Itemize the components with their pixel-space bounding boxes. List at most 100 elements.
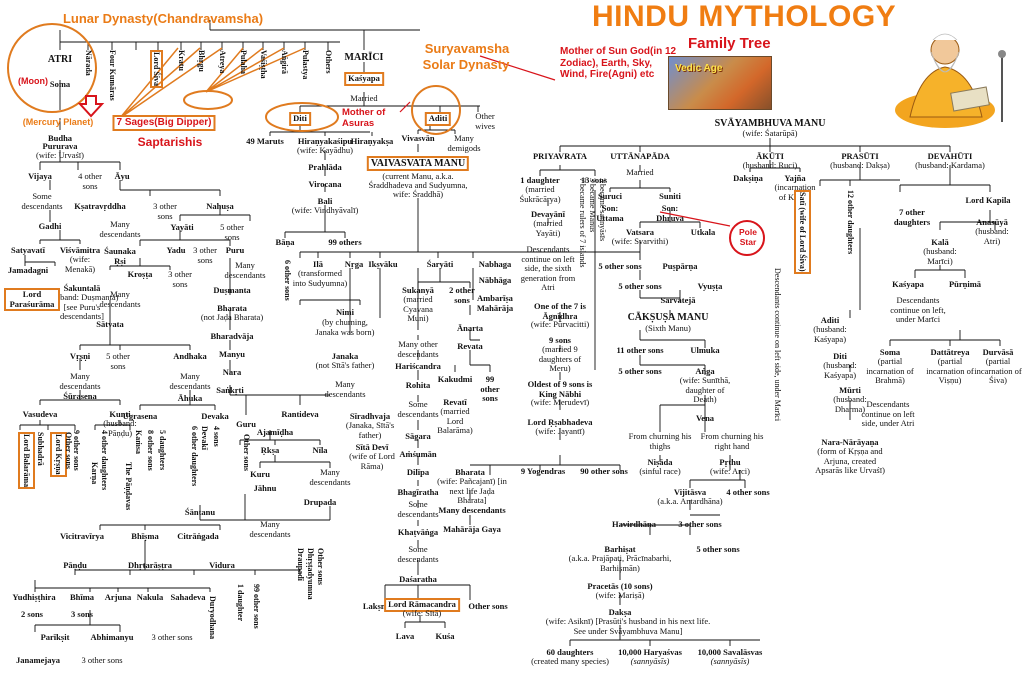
node-devaka: Devaka — [201, 411, 229, 421]
node-became-rulers: 7 became rulers of 7 islands — [578, 178, 587, 268]
vedic-age-label: Vedic Age — [675, 63, 723, 74]
node-sita-devi-desc: (wife of Lord Rāma) — [349, 451, 395, 471]
node-vasudeva: Vasudeva — [22, 409, 58, 419]
node-yayati: Yayāti — [170, 222, 194, 232]
node-soma-2: Soma — [879, 347, 901, 357]
node-diti-2: Diti — [833, 351, 847, 361]
node-lord-ramacandra-desc: (wife: Sītā) — [402, 608, 442, 618]
node-some-descendants-4: Some descendants — [397, 544, 439, 564]
node-many-descendants-6: Many descendants — [309, 467, 351, 487]
node-diti-2-desc: (husband: Kaśyapa) — [823, 360, 857, 380]
node-3-other-sons-3: 3 other sons — [168, 269, 192, 289]
node-vaivasvata-desc-2: Śraddhadeva and Sudyumna, — [368, 180, 468, 190]
node-nara-narayana-desc: (form of Kṛṣṇa and Arjuna, created Apsar… — [815, 446, 885, 475]
node-kala: Kalā — [931, 237, 949, 247]
node-atri: ATRI — [47, 54, 73, 65]
node-prthu-desc: (wife: Arci) — [710, 466, 750, 476]
node-murti: Mūrti — [839, 385, 861, 395]
node-soma-2-desc: (partial incarnation of Brahmā) — [866, 356, 914, 385]
node-iksvaku: Ikṣvāku — [368, 259, 398, 269]
node-99-other-sons-v: 99 other sons — [252, 584, 261, 629]
node-janaka: Janaka — [331, 351, 359, 361]
node-3-other-sons-5: 3 other sons — [81, 655, 123, 665]
vedic-age-image: Vedic Age — [668, 56, 772, 110]
node-savalasvas-desc: (sannyāsīs) — [710, 656, 750, 666]
node-nila: Nīla — [312, 445, 328, 455]
node-satvata: Sātvata — [96, 319, 124, 329]
node-vrsni: Vṛṣṇi — [69, 351, 91, 361]
node-kasyapa: Kaśyapa — [344, 72, 384, 86]
node-suruci: Suruci — [597, 191, 623, 201]
node-kakudmi: Kakudmi — [437, 374, 473, 384]
node-ambarisa: Ambarīṣa Mahārāja — [476, 293, 514, 313]
node-vaivasvata-desc-1: (current Manu, a.k.a. — [382, 171, 454, 181]
node-lord-kapila: Lord Kapila — [965, 195, 1011, 205]
node-arjuna: Arjuna — [104, 592, 132, 602]
node-3-other-sons-4: 3 other sons — [151, 632, 193, 642]
node-11-other-sons: 11 other sons — [616, 345, 664, 355]
sage-pulastya: Pulastya — [301, 50, 310, 80]
node-akuti: ĀKŪTI — [756, 151, 784, 161]
node-prthu: Pṛthu — [719, 457, 741, 467]
node-haryasvas: 10,000 Haryaśvas — [618, 647, 682, 657]
node-5-other-sons-6: 5 other sons — [696, 544, 740, 554]
node-agnidhra-desc: (wife: Pūrvacitti) — [530, 319, 590, 329]
mercury-annotation: (Mercury Planet) — [22, 117, 94, 127]
node-marici: MARĪCI — [344, 52, 384, 63]
node-suniti: Suniti — [659, 191, 681, 201]
node-jahnu: Jāhnu — [253, 483, 277, 493]
node-1-daughter-desc: (married Śukrācārya) — [519, 184, 561, 204]
node-manyu: Manyu — [219, 349, 245, 359]
node-pururava-wife: (wife: Urvaśī) — [36, 150, 84, 160]
node-5-other-sons: 5 other sons — [220, 222, 244, 242]
node-haryasvas-desc: (sannyāsīs) — [630, 656, 670, 666]
node-60-daughters-desc: (created many species) — [531, 656, 609, 666]
node-nabhaga-2: Nābhāga — [478, 275, 512, 285]
node-many-descendants-3: Many descendants — [99, 289, 141, 309]
node-many-descendants-7: Many descendants — [249, 519, 291, 539]
node-1-daughter-v: 1 daughter — [236, 584, 245, 622]
node-many-demigods: Many demigods — [447, 133, 481, 153]
node-gadhi: Gadhi — [38, 221, 62, 231]
node-ila: Ilā — [313, 259, 323, 269]
node-revati: Revatī — [443, 397, 467, 407]
node-revati-desc: (married Lord Balarāma) — [437, 406, 473, 435]
node-krosta: Kroṣṭa — [127, 269, 153, 279]
node-9-yogendras: 9 Yogendras — [520, 466, 566, 476]
node-king-nabhi: Oldest of 9 sons is King Nābhi — [527, 379, 593, 399]
page-title: HINDU MYTHOLOGY — [592, 0, 897, 33]
node-vena: Vena — [695, 413, 715, 423]
node-dattatreya-desc: (partial incarnation of Viṣṇu) — [926, 356, 974, 385]
node-9-sons-desc: (married 9 daughters of Meru) — [538, 344, 582, 373]
node-many-other-descendants: Many other descendants — [397, 339, 439, 359]
sage-atreya: Atreya — [218, 50, 227, 74]
moon-annotation: (Moon) — [18, 76, 48, 86]
node-other-sons-rama: Other sons — [468, 601, 508, 611]
node-ahuka: Āhuka — [177, 393, 203, 403]
node-vaivasvata-manu: VAIVASVATA MANU — [366, 156, 470, 171]
node-60-daughters: 60 daughters — [546, 647, 594, 657]
node-many-descendants-4: Many descendants — [59, 371, 101, 391]
node-many-descendants-2: Many descendants — [224, 260, 266, 280]
node-kuru: Kuru — [250, 469, 270, 479]
node-hiranyakasipu-wife: (wife: Kayādhu) — [297, 145, 353, 155]
sage-angira: Aṅgirā — [280, 50, 289, 74]
node-budha: Budha — [47, 133, 73, 143]
sage-kratu: Kratu — [177, 50, 186, 71]
node-1-daughter: 1 daughter — [520, 175, 560, 185]
node-nakula: Nakula — [136, 592, 164, 602]
node-lord-balarama: Lord Balarāma — [18, 432, 35, 490]
node-vivasvan: Vivasvān — [401, 133, 435, 143]
node-priyavrata: PRIYAVRATA — [532, 151, 588, 161]
node-bharata-2-desc: (wife: Pañcajanī) [in next life Jaḍa Bha… — [437, 476, 507, 505]
node-amsuman: Aṁśumān — [399, 449, 437, 459]
node-revata: Revata — [457, 341, 483, 351]
node-satyavati: Satyavatī — [11, 245, 45, 255]
node-kasyapa-2: Kaśyapa — [892, 279, 924, 289]
node-andhaka: Andhaka — [173, 351, 207, 361]
node-ila-desc: (transformed into Sudyumna) — [292, 268, 348, 288]
node-bharadvaja: Bharadvāja — [210, 331, 254, 341]
node-draupadi: Draupadī — [296, 548, 305, 581]
node-sakuntala: Śakuntalā — [63, 283, 101, 293]
